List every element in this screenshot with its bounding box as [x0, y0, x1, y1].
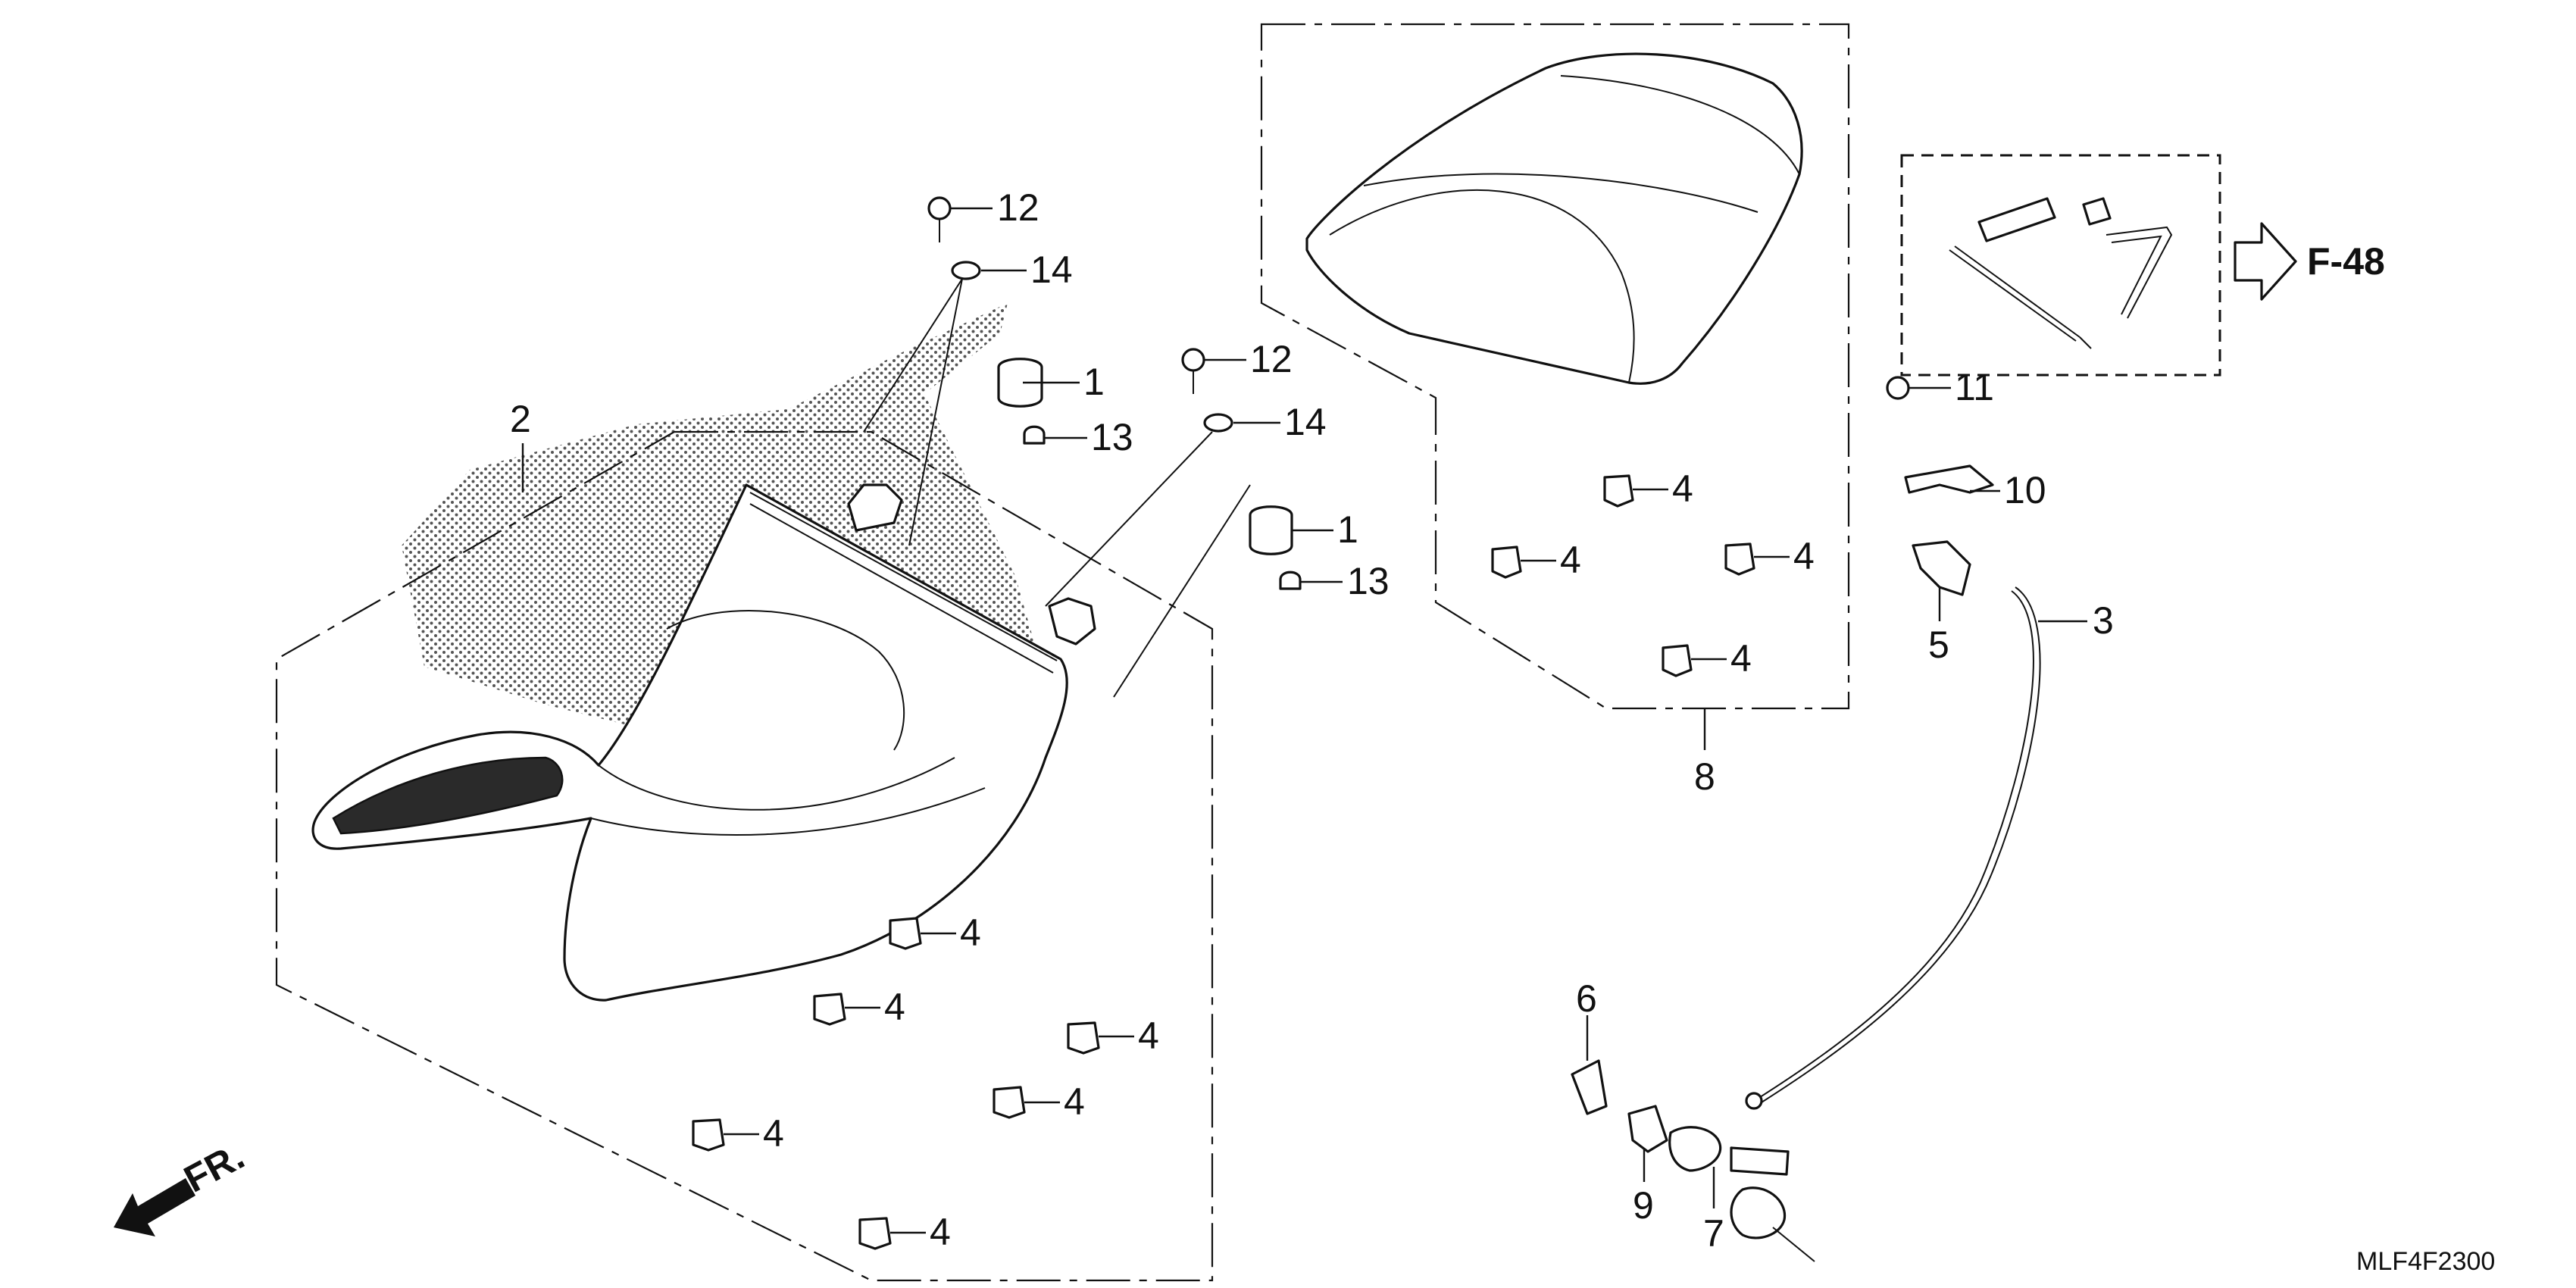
- grommets-4: [692, 474, 1755, 1250]
- mounting-hardware: [863, 196, 1302, 698]
- callout-12a: 12: [997, 186, 1039, 229]
- seat-cowl-assembly-outline: [1260, 23, 1850, 710]
- diagram-code: MLF4F2300: [2356, 1247, 2495, 1276]
- callout-13b: 13: [1347, 560, 1390, 602]
- callout-4-2: 4: [884, 986, 905, 1028]
- callout-1a: 1: [1083, 361, 1105, 403]
- callout-4-4: 4: [1064, 1080, 1085, 1123]
- tool-kit-items: [1949, 197, 2173, 349]
- callout-4-8: 4: [1560, 539, 1581, 581]
- callout-12b: 12: [1250, 338, 1293, 380]
- seat-lock-hardware: [1571, 376, 2041, 1262]
- front-direction-marker: FR.: [114, 1134, 251, 1236]
- callout-4-3: 4: [1138, 1014, 1159, 1057]
- callout-9: 9: [1633, 1184, 1654, 1227]
- callout-10: 10: [2004, 469, 2046, 511]
- callout-1b: 1: [1337, 508, 1358, 551]
- callout-4-9: 4: [1793, 535, 1815, 577]
- rider-seat: [311, 483, 1096, 1002]
- callout-2: 2: [510, 398, 531, 440]
- callout-6: 6: [1576, 977, 1597, 1020]
- callout-3: 3: [2093, 599, 2114, 642]
- callout-4-10: 4: [1730, 637, 1752, 680]
- callout-4-1: 4: [960, 911, 981, 954]
- callout-14a: 14: [1030, 249, 1073, 291]
- callout-11: 11: [1955, 366, 1994, 408]
- callout-4-5: 4: [763, 1112, 784, 1155]
- callout-14b: 14: [1284, 401, 1327, 443]
- leader-lines: [521, 207, 2087, 1234]
- rider-seat-assembly-outline: [275, 430, 1214, 1282]
- callout-13a: 13: [1091, 416, 1133, 458]
- callout-labels: 1 13 12 14 12 14 1 13 2 4 4 4 4 4 4 4 4 …: [510, 186, 2114, 1255]
- seat-cowl: [1305, 52, 1803, 385]
- tool-kit-box: [1900, 154, 2221, 377]
- front-arrow-icon: [114, 1178, 195, 1236]
- callout-4-6: 4: [930, 1211, 951, 1253]
- callout-8: 8: [1694, 755, 1715, 798]
- callout-5: 5: [1928, 624, 1949, 666]
- reference-arrow[interactable]: F-48: [2234, 222, 2385, 301]
- reference-label[interactable]: F-48: [2307, 240, 2385, 283]
- callout-7: 7: [1703, 1212, 1724, 1255]
- callout-4-7: 4: [1672, 467, 1693, 510]
